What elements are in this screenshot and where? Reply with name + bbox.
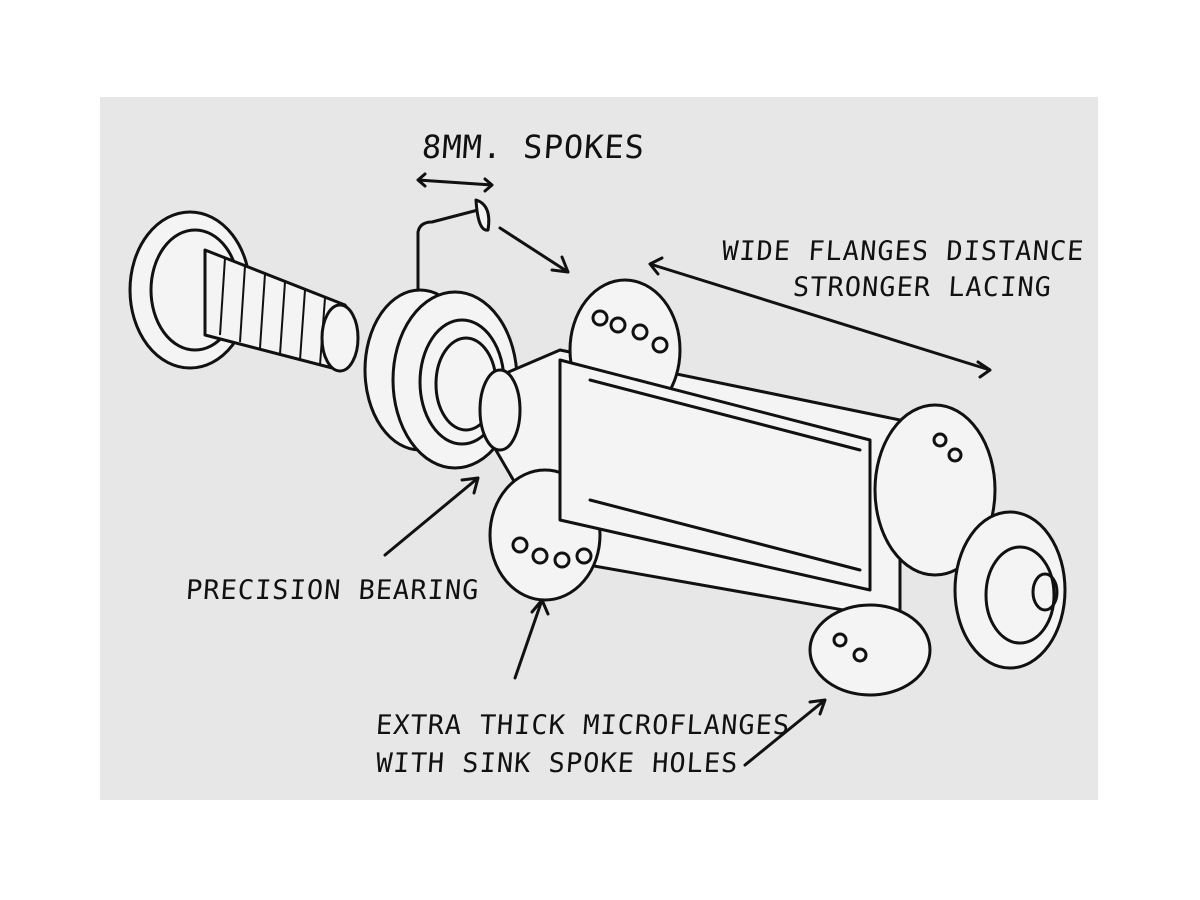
label-bearing: PRECISION BEARING xyxy=(184,575,481,606)
label-flanges-line1: WIDE FLANGES DISTANCE xyxy=(720,236,1086,267)
label-flanges-line2: STRONGER LACING xyxy=(791,272,1053,303)
label-microflanges-line2: WITH SINK SPOKE HOLES xyxy=(374,748,740,779)
label-spokes: 8MM. SPOKES xyxy=(420,128,647,166)
hub-body xyxy=(478,278,1067,697)
axle-bolt xyxy=(128,210,360,373)
annotation-arrows xyxy=(383,172,992,767)
spoke xyxy=(416,208,480,292)
label-microflanges-line1: EXTRA THICK MICROFLANGES xyxy=(374,710,792,741)
